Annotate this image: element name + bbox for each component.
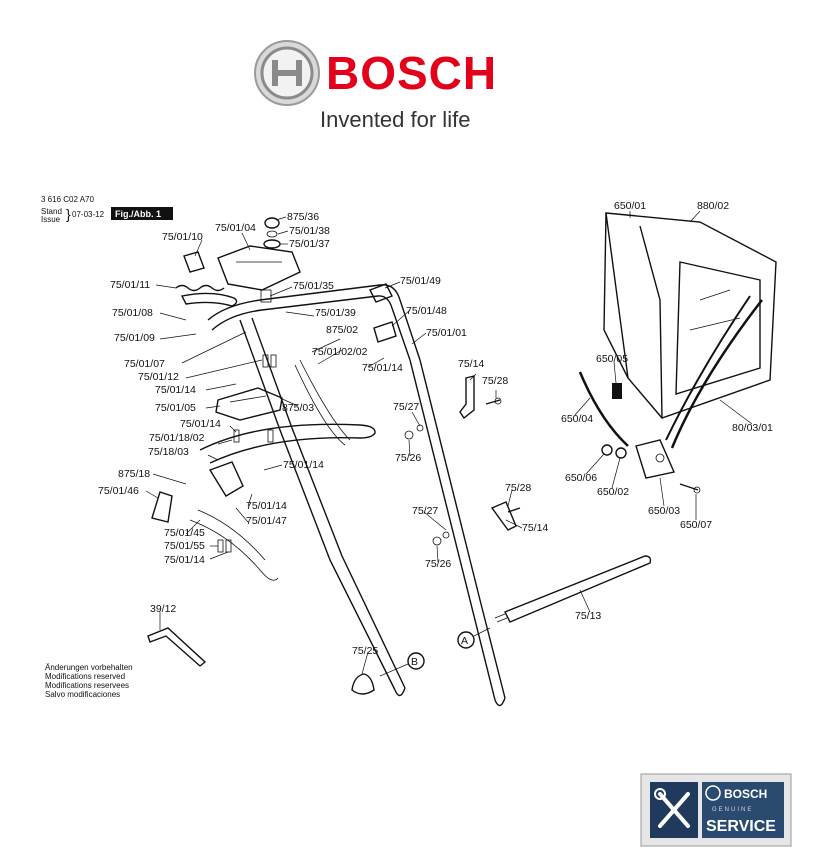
part-label: 75/01/14 <box>164 554 205 566</box>
part-label: 75/01/37 <box>289 238 330 250</box>
badge-label: SERVICE <box>706 818 776 835</box>
part-label: 75/01/10 <box>162 231 203 243</box>
notice-line: Salvo modificaciones <box>45 690 120 699</box>
part-label: 75/14 <box>458 358 484 370</box>
part-label: 75/01/09 <box>114 332 155 344</box>
part-label: 75/01/35 <box>293 280 334 292</box>
part-label: 75/28 <box>482 375 508 387</box>
callout-a-label: A <box>461 635 468 647</box>
part-label: 75/14 <box>522 522 548 534</box>
part-label: 75/13 <box>575 610 601 622</box>
wrench-screwdriver-icon <box>654 788 690 828</box>
part-label: 75/01/48 <box>406 305 447 317</box>
callout-b <box>407 652 425 670</box>
badge-brand: BOSCH <box>724 787 767 801</box>
part-label: 75/01/18/02 <box>149 432 205 444</box>
bosch-logo: BOSCH Invented for life <box>254 40 497 132</box>
part-label: 75/01/04 <box>215 222 256 234</box>
notice-line: Änderungen vorbehalten <box>45 663 133 672</box>
part-label: 75/27 <box>412 505 438 517</box>
figure-label: Fig./Abb. 1 <box>115 209 161 219</box>
part-label: 650/06 <box>565 472 597 484</box>
document-info: 3 616 C02 A70 Stand Issue } 07-03-12 Fig… <box>41 195 173 224</box>
part-label: 75/01/46 <box>98 485 139 497</box>
document-number: 3 616 C02 A70 <box>41 195 94 204</box>
part-label: 75/01/55 <box>164 540 205 552</box>
part-label: 75/01/14 <box>180 418 221 430</box>
part-label: 75/01/08 <box>112 307 153 319</box>
part-label: 75/01/47 <box>246 515 287 527</box>
issue-label: Issue <box>41 215 61 224</box>
bosch-service-badge: BOSCH GENUINE SERVICE <box>640 773 792 847</box>
stand-label: Stand <box>41 207 62 216</box>
part-label: 39/12 <box>150 603 176 615</box>
part-label: 75/01/39 <box>315 307 356 319</box>
part-label: 75/01/11 <box>110 279 150 291</box>
part-label: 650/03 <box>648 505 680 517</box>
part-label: 75/01/05 <box>155 402 196 414</box>
part-label: 75/01/02/02 <box>312 346 368 358</box>
part-label: 650/01 <box>614 200 646 212</box>
part-label: 650/07 <box>680 519 712 531</box>
badge-sub: GENUINE <box>712 807 753 813</box>
callout-b-label: B <box>411 656 418 668</box>
part-label: 75/01/14 <box>246 500 287 512</box>
part-label: 75/01/12 <box>138 371 179 383</box>
bosch-armature-icon <box>254 40 320 106</box>
figure-tag <box>111 207 173 220</box>
part-label: 650/04 <box>561 413 593 425</box>
part-label: 880/02 <box>697 200 729 212</box>
notice-line: Modifications reserved <box>45 672 125 681</box>
part-label: 75/01/45 <box>164 527 205 539</box>
part-label: 75/01/14 <box>362 362 403 374</box>
part-label: 80/03/01 <box>732 422 773 434</box>
handle-assembly: A B <box>147 217 521 707</box>
part-label: 875/02 <box>326 324 358 336</box>
part-label: 75/25 <box>352 645 378 657</box>
part-label: 75/27 <box>393 401 419 413</box>
part-label: 650/02 <box>597 486 629 498</box>
part-label: 75/01/14 <box>155 384 196 396</box>
part-label: 875/03 <box>282 402 314 414</box>
part-label: 75/01/07 <box>124 358 165 370</box>
modification-notice: Änderungen vorbehalten Modifications res… <box>45 663 133 699</box>
part-label: 650/05 <box>596 353 628 365</box>
part-label: 75/01/49 <box>400 275 441 287</box>
issue-date: 07-03-12 <box>72 210 105 219</box>
part-label: 75/26 <box>395 452 421 464</box>
part-label: 75/01/14 <box>283 459 324 471</box>
part-label: 875/18 <box>118 468 150 480</box>
part-label: 75/01/38 <box>289 225 330 237</box>
part-label: 75/01/01 <box>426 327 467 339</box>
callout-a <box>457 631 475 649</box>
grass-catcher-assembly <box>578 212 777 494</box>
part-label: 75/18/03 <box>148 446 189 458</box>
brand-name: BOSCH <box>326 47 497 99</box>
part-label: 875/36 <box>287 211 319 223</box>
brand-tagline: Invented for life <box>320 107 470 132</box>
part-labels: 875/36 75/01/38 75/01/37 75/01/10 75/01/… <box>98 200 773 657</box>
svg-text:}: } <box>66 206 71 222</box>
part-label: 75/28 <box>505 482 531 494</box>
notice-line: Modifications reservees <box>45 681 129 690</box>
part-label: 75/26 <box>425 558 451 570</box>
rod-assembly <box>494 555 652 623</box>
leader-lines <box>145 210 753 675</box>
